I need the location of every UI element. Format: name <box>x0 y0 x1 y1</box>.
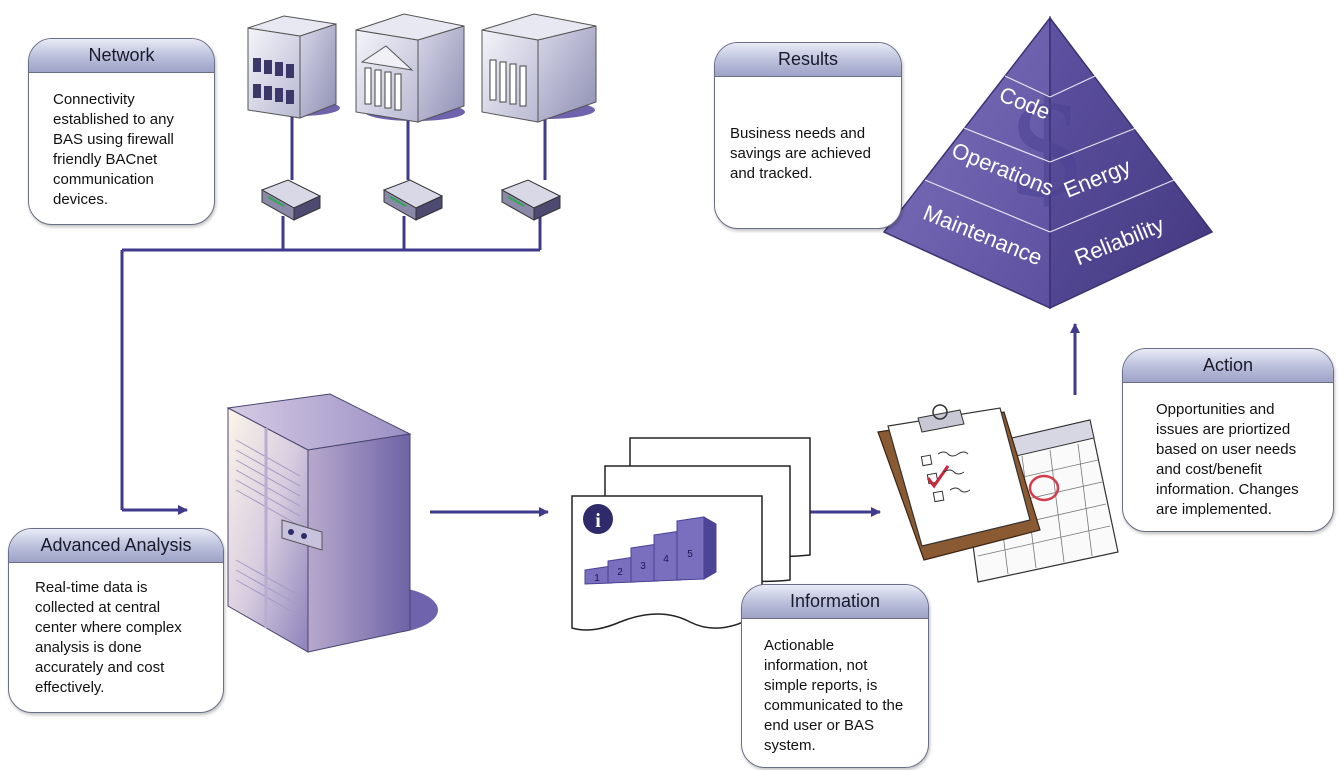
network-card: Network Connectivity established to any … <box>28 38 215 225</box>
network-card-title: Network <box>29 39 214 73</box>
step-label: 3 <box>640 561 646 572</box>
dollar-icon: $ <box>1011 72 1081 227</box>
card-text-line: established to any <box>53 111 174 128</box>
info-icon <box>583 504 613 534</box>
server-icon <box>226 393 438 653</box>
card-text-line: end user or BAS <box>764 717 875 734</box>
card-text-line: friendly BACnet <box>53 151 158 168</box>
card-text-line: and tracked. <box>730 165 813 182</box>
card-text-line: are implemented. <box>1156 501 1272 518</box>
network-card-body: Connectivity established to any BAS usin… <box>29 73 214 210</box>
advanced-analysis-card-body: Real-time data is collected at central c… <box>9 563 223 698</box>
card-text-line: center where complex <box>35 619 182 636</box>
results-card-body: Business needs and savings are achieved … <box>715 77 901 184</box>
card-text-line: and cost/benefit <box>1156 461 1262 478</box>
info-glyph: i <box>595 510 601 532</box>
advanced-analysis-card-title: Advanced Analysis <box>9 529 223 563</box>
card-text-line: devices. <box>53 191 109 208</box>
school-building-icon <box>481 13 597 123</box>
card-text-line: information, not <box>764 657 868 674</box>
router-device-icon <box>382 179 444 221</box>
card-text-line: BAS using firewall <box>53 131 174 148</box>
information-card: Information Actionable information, not … <box>741 584 929 768</box>
information-card-body: Actionable information, not simple repor… <box>742 619 928 756</box>
card-text-line: collected at central <box>35 599 161 616</box>
information-card-title: Information <box>742 585 928 619</box>
advanced-analysis-card: Advanced Analysis Real-time data is coll… <box>8 528 224 713</box>
step-label: 5 <box>687 549 693 560</box>
card-text-line: communicated to the <box>764 697 904 714</box>
card-text-line: based on user needs <box>1156 441 1297 458</box>
report-document-icon: i 1 2 3 4 5 <box>571 437 811 631</box>
router-device-icon <box>500 179 562 221</box>
card-text-line: Actionable <box>764 637 835 654</box>
card-text-line: accurately and cost <box>35 659 165 676</box>
results-card: Results Business needs and savings are a… <box>714 42 902 229</box>
card-text-line: Real-time data is <box>35 579 148 596</box>
card-text-line: issues are priortized <box>1156 421 1291 438</box>
step-label: 1 <box>594 573 600 584</box>
value-pyramid: $ Code Operations Energy Maintenance Rel… <box>882 15 1214 310</box>
card-text-line: Connectivity <box>53 91 135 108</box>
router-device-icon <box>260 179 322 221</box>
card-text-line: communication <box>53 171 154 188</box>
card-text-line: analysis is done <box>35 639 142 656</box>
results-card-title: Results <box>715 43 901 77</box>
step-label: 4 <box>663 554 669 565</box>
card-text-line: information. Changes <box>1156 481 1299 498</box>
office-building-icon <box>247 15 340 119</box>
government-building-icon <box>355 13 465 123</box>
step-label: 2 <box>617 567 623 578</box>
card-text-line: Opportunities and <box>1156 401 1275 418</box>
card-text-line: Business needs and <box>730 125 866 142</box>
network-connection-lines <box>120 110 547 510</box>
action-card-title: Action <box>1123 349 1333 383</box>
card-text-line: effectively. <box>35 679 105 696</box>
clipboard-calendar-icon <box>877 404 1119 583</box>
action-card: Action Opportunities and issues are prio… <box>1122 348 1334 532</box>
card-text-line: savings are achieved <box>730 145 871 162</box>
card-text-line: simple reports, is <box>764 677 878 694</box>
action-card-body: Opportunities and issues are priortized … <box>1123 383 1333 520</box>
card-text-line: system. <box>764 737 816 754</box>
steps-chart-icon <box>584 516 717 585</box>
